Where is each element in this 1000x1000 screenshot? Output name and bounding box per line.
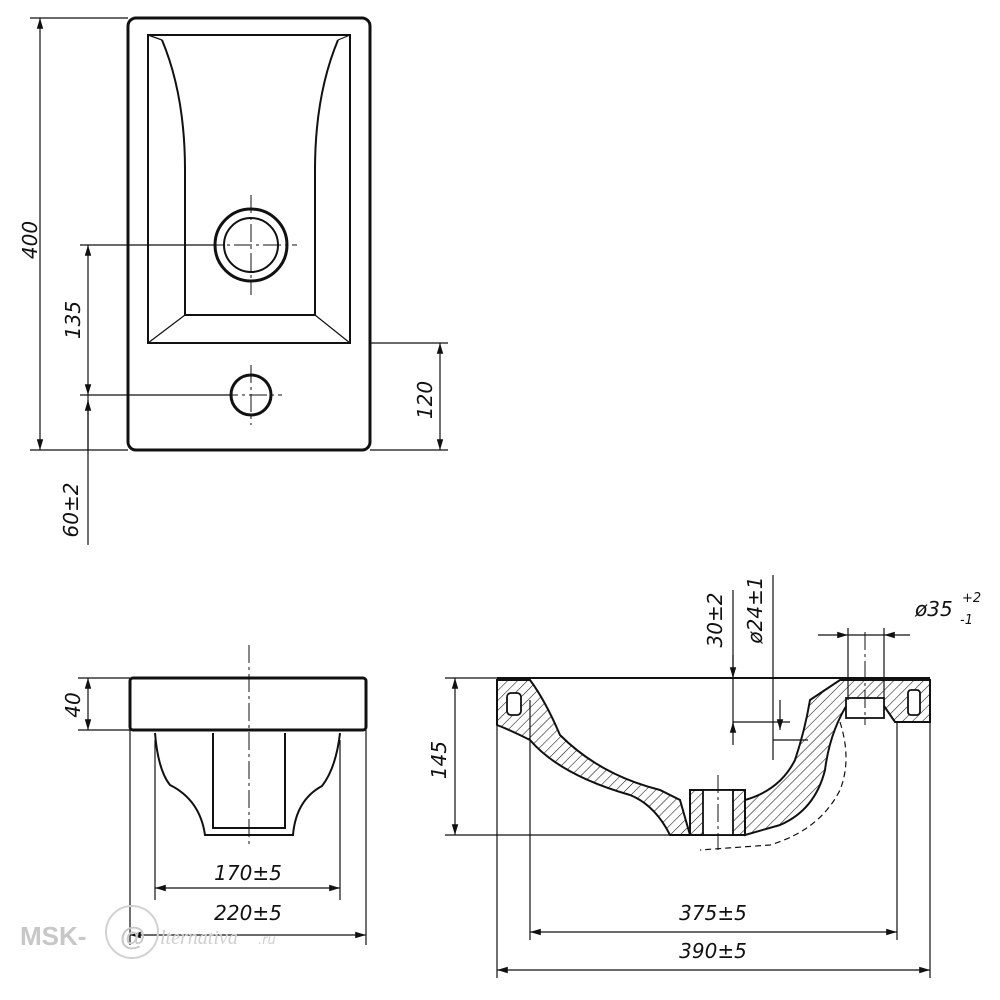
basin-outline: [126, 16, 372, 452]
watermark-at: @: [120, 921, 145, 951]
dim-35-tol-lower: -1: [960, 613, 973, 628]
dim-24: ø24±1: [743, 576, 767, 644]
hidden-outline: [699, 721, 847, 851]
dim-40: 40: [61, 692, 85, 717]
dim-220: 220±5: [214, 901, 282, 925]
watermark: MSK- @ lternativa .ru: [20, 905, 276, 959]
bowl-inner: [161, 39, 339, 316]
top-view: 400 135 60±2 120: [18, 16, 448, 545]
watermark-brand: MSK-: [20, 921, 86, 951]
dim-170: 170±5: [214, 861, 282, 885]
watermark-domain: .ru: [258, 933, 276, 948]
section-view: 145 30±2 ø24±1 ø35 +2 -1 375±5 390±5: [427, 575, 981, 978]
dim-375: 375±5: [679, 901, 747, 925]
dim-400: 400: [18, 221, 42, 259]
bowl-rim: [147, 34, 351, 344]
dim-390: 390±5: [679, 939, 747, 963]
front-bowl: [154, 732, 341, 836]
watermark-suffix: lternativa: [160, 927, 238, 949]
watermark-at-icon: [105, 905, 159, 959]
dim-135: 135: [61, 301, 85, 339]
section-left-wall: [496, 679, 692, 836]
front-view: 40 170±5 220±5: [61, 645, 368, 945]
dim-35-tol-upper: +2: [962, 591, 981, 606]
dim-60: 60±2: [59, 483, 83, 538]
dim-30: 30±2: [703, 593, 727, 648]
section-right-wall: [744, 679, 931, 837]
front-slab: [128, 676, 368, 732]
dim-35: ø35: [914, 597, 953, 621]
dim-120: 120: [413, 381, 437, 419]
dim-145: 145: [427, 741, 451, 779]
